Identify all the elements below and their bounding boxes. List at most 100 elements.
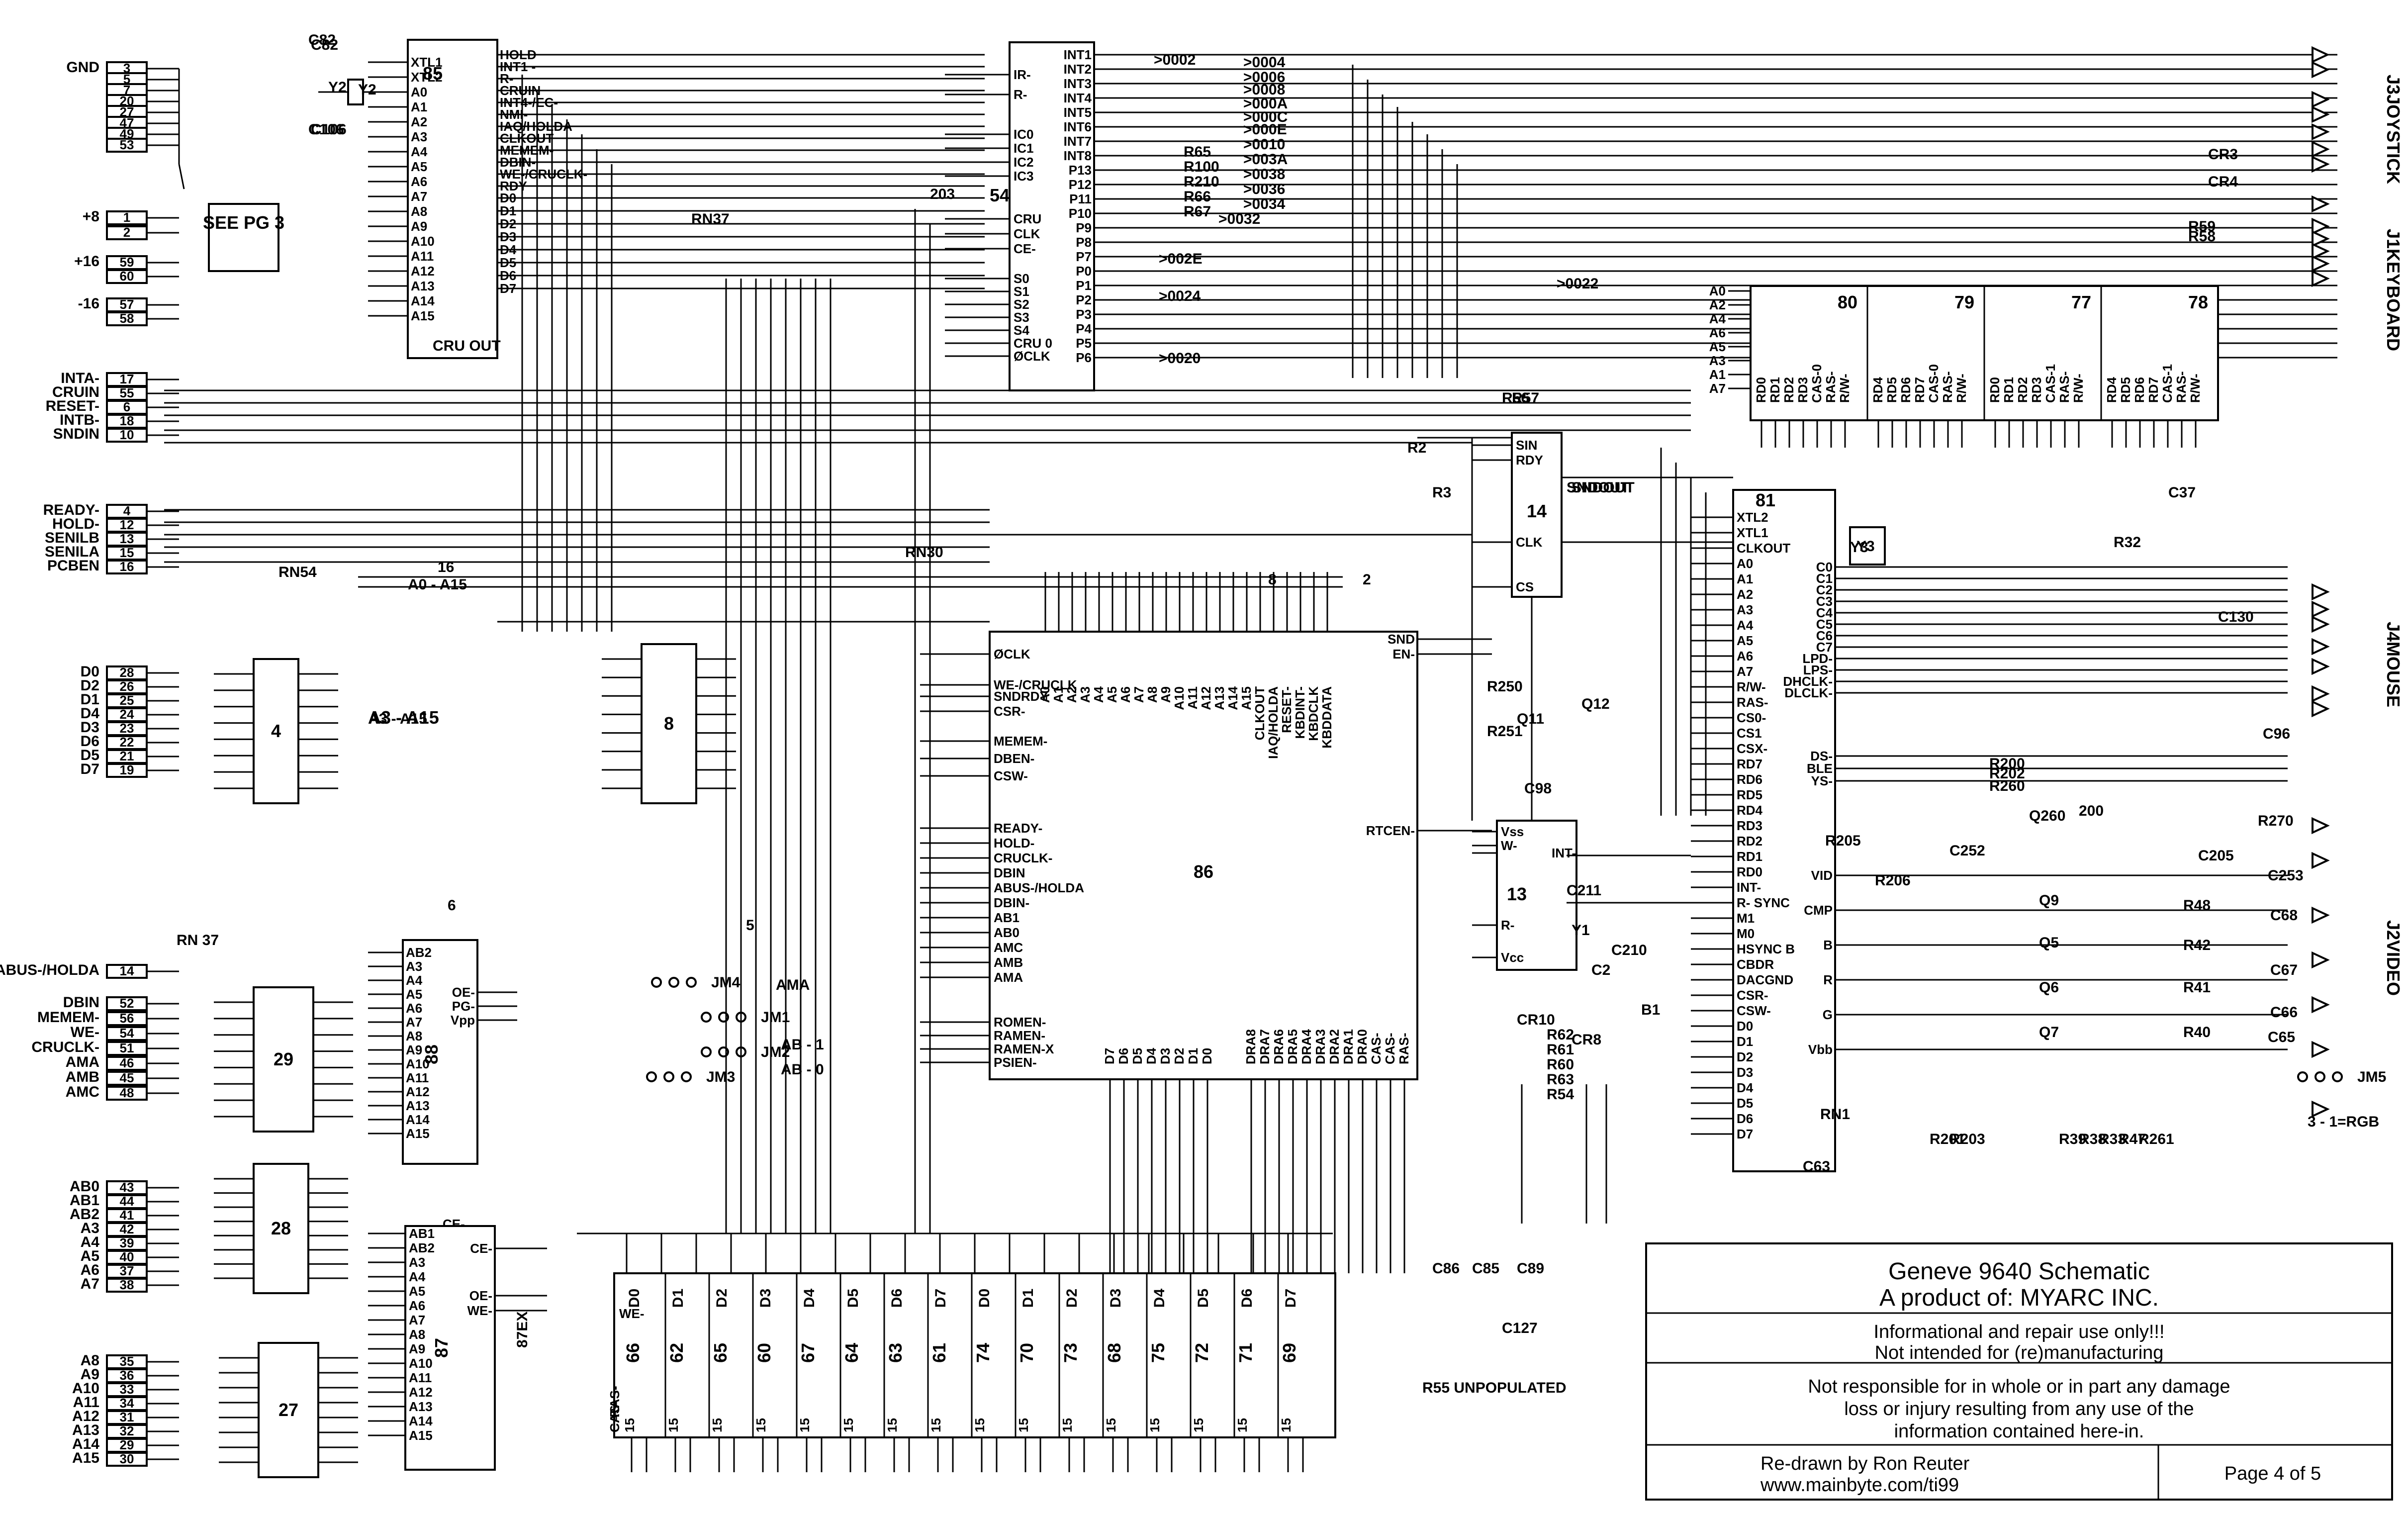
vid-pin-dhclk: DHCLK- xyxy=(1783,674,1833,689)
vid-pin-rd5: RD5 xyxy=(1737,787,1762,802)
vid-pin-lpd: LPD- xyxy=(1802,651,1833,666)
ga-pin-clkout: CLKOUT xyxy=(1252,686,1267,740)
dram-ctl-we: WE- xyxy=(619,1306,645,1321)
vid-pin-a6: A6 xyxy=(1737,649,1753,663)
label-c66: C66 xyxy=(2270,1004,2298,1021)
vid-pin-int: INT- xyxy=(1737,880,1761,895)
dram-ref: 72 xyxy=(1192,1343,1212,1363)
hex-net-0004: >0004 xyxy=(1243,54,1286,71)
vid-pin-a2: A2 xyxy=(1737,587,1753,602)
jumper-jm1: JM1 xyxy=(701,1009,790,1026)
vid-pin-c1: C1 xyxy=(1816,571,1833,586)
dram-ref: 66 xyxy=(623,1343,643,1363)
cpu-pin-a15: A15 xyxy=(411,308,435,323)
e87-pin-a11: A11 xyxy=(409,1370,432,1385)
e88-pin-a6: A6 xyxy=(406,1001,422,1016)
vid-pin-a0: A0 xyxy=(1737,556,1753,571)
ga-pin-ras: RAS- xyxy=(1396,1033,1411,1064)
label-c86: C86 xyxy=(1432,1260,1460,1277)
ga-pin-cas: CAS- xyxy=(1383,1033,1397,1064)
jumper-jm3: JM3 xyxy=(646,1069,735,1085)
edge-pin-cruclk: CRUCLK-51 xyxy=(31,1039,179,1056)
int-pin-ce: CE- xyxy=(1014,241,1036,256)
int-pin-int5: INT5 xyxy=(1064,105,1092,120)
vram-pin-cas-0: CAS-0 xyxy=(1809,364,1824,403)
label-c106: C106 xyxy=(308,121,344,138)
vram-pin-r-w: R/W- xyxy=(1837,374,1852,403)
int-pin-int1: INT1 xyxy=(1064,47,1092,62)
vid-pin-vid: VID xyxy=(1811,868,1833,883)
edge-signal-label: AB1 xyxy=(70,1192,99,1209)
e88-pin-a13: A13 xyxy=(406,1098,430,1113)
vid-pin-dacgnd: DACGND xyxy=(1737,972,1793,987)
vram-pin-r-w: R/W- xyxy=(2071,374,2086,403)
vram-pin-rd1: RD1 xyxy=(1767,377,1782,403)
e88-pin-a4: A4 xyxy=(406,973,423,988)
vid-pin-g: G xyxy=(1823,1007,1833,1022)
cpu-pin-a1: A1 xyxy=(411,99,427,114)
edge-pin-number: 43 xyxy=(120,1180,134,1195)
vram-pin-rd3: RD3 xyxy=(1795,377,1810,403)
label-r62: R62 xyxy=(1547,1027,1574,1043)
edge-pin-number: 44 xyxy=(120,1194,134,1209)
ga-pin-psien: PSIEN- xyxy=(994,1055,1037,1070)
dram-ref: 60 xyxy=(754,1343,774,1363)
edge-pin-number: 59 xyxy=(120,255,134,270)
edge-pin-box xyxy=(106,1194,148,1209)
vid-pin-c4: C4 xyxy=(1816,605,1833,620)
disclaimer3-text: information contained here-in. xyxy=(1894,1421,2144,1442)
vid-pin-rd2: RD2 xyxy=(1737,834,1762,849)
disclaimer2-text: loss or injury resulting from any use of… xyxy=(1844,1399,2194,1419)
ga-pin-amb: AMB xyxy=(994,955,1023,970)
label-r66: R66 xyxy=(1184,189,1211,205)
dram-ref: 74 xyxy=(973,1343,993,1363)
dram-ctl-ras: RAS- xyxy=(607,1386,622,1418)
jumper-pad xyxy=(651,977,662,988)
vram-ref: 78 xyxy=(2188,292,2208,312)
label-rn37: RN37 xyxy=(691,211,730,227)
int-pin-p13: P13 xyxy=(1069,163,1092,178)
ga-pin-a0: A0 xyxy=(1037,686,1052,703)
edge-signal-label: A13 xyxy=(72,1422,99,1438)
label-a3-a15: A3 - A15 xyxy=(368,711,427,727)
edge-signal-label: AB2 xyxy=(70,1206,99,1223)
e87-pin-ce: CE- xyxy=(470,1241,492,1256)
edge-pin-box xyxy=(106,665,148,680)
edge-pin-box xyxy=(106,1354,148,1369)
edge-pin-number: 53 xyxy=(120,137,134,152)
ga-pin-ab1: AB1 xyxy=(994,910,1019,925)
dram-pin-15: 15 xyxy=(1235,1418,1250,1432)
label-r63: R63 xyxy=(1547,1071,1574,1088)
ga-pin-snd: SND xyxy=(1388,632,1415,647)
jumper-text-ama: AMA xyxy=(776,977,810,993)
label-b1: B1 xyxy=(1641,1002,1660,1018)
title-block: Geneve 9640 Schematic A product of: MYAR… xyxy=(1645,1242,2393,1501)
ga-pin-clk: ØCLK xyxy=(994,647,1030,662)
rtc-ref: 13 xyxy=(1507,884,1527,904)
connector-pin-arrow xyxy=(2312,155,2330,173)
label-r61: R61 xyxy=(1547,1041,1574,1058)
edge-pin-number: 40 xyxy=(120,1249,134,1264)
int-pin-p0: P0 xyxy=(1076,264,1092,279)
int-pin-int2: INT2 xyxy=(1064,62,1092,77)
int-pin-p7: P7 xyxy=(1076,249,1092,264)
cpu-pin-a2: A2 xyxy=(411,114,427,129)
vram-pin-rd7: RD7 xyxy=(1912,377,1927,403)
vid-pin-ds: DS- xyxy=(1810,749,1833,763)
hex-net-0034: >0034 xyxy=(1243,196,1286,212)
ga-pin-romen: ROMEN- xyxy=(994,1015,1046,1030)
jumper-text-ab-1: AB - 1 xyxy=(781,1037,824,1053)
dram-data-label: D2 xyxy=(714,1289,730,1308)
